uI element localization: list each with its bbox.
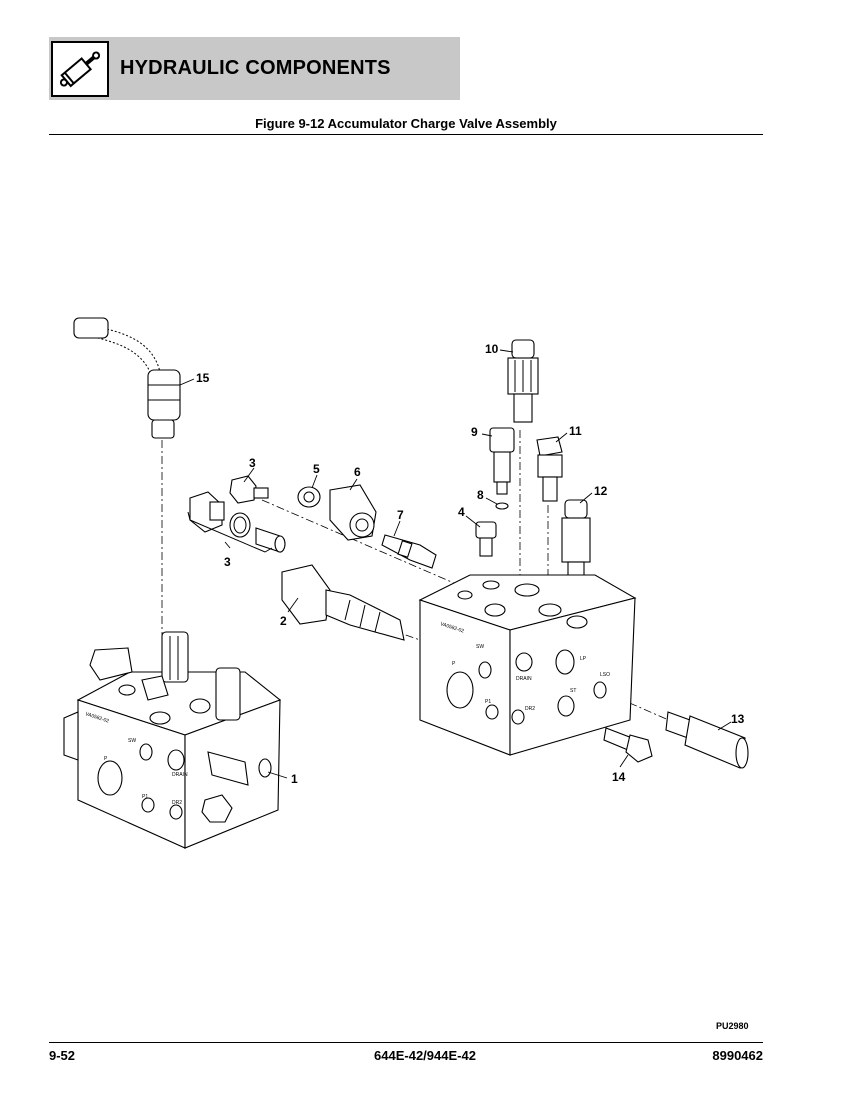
section-title: HYDRAULIC COMPONENTS: [120, 57, 391, 79]
callout-7: 7: [397, 508, 404, 522]
port-label-p: P: [452, 661, 456, 667]
item-12-cartridge: [561, 499, 591, 581]
port-label-sw-assembled: SW: [128, 738, 136, 744]
item-10-cartridge: [507, 339, 539, 423]
port-label-dr2: DR2: [525, 706, 535, 712]
item-4-plug: [475, 521, 497, 557]
item-5-nut: [297, 486, 321, 508]
callout-10: 10: [485, 342, 499, 356]
header-rule: [49, 134, 763, 135]
port-label-lso: LSO: [600, 672, 610, 678]
callout-15: 15: [196, 371, 210, 385]
callout-14: 14: [612, 770, 626, 784]
footer-rule: [49, 1042, 763, 1043]
item-7-cartridge: [381, 534, 437, 569]
page-number: 9-52: [49, 1048, 76, 1063]
callouts: 1 2 3 3 4 5 6 7 8 9 10 11 12 13 14 15: [196, 342, 745, 786]
port-label-lp: LP: [580, 656, 587, 662]
item-6-coil: [329, 484, 377, 541]
item-3-fittings: [187, 475, 286, 553]
callout-6: 6: [354, 465, 361, 479]
callout-1: 1: [291, 772, 298, 786]
port-label-st: ST: [570, 688, 576, 694]
item-2-valve-cartridge: [281, 564, 405, 641]
manifold-block-exploded: VA0582-02 SW DRAIN P P1 DR2 ST LSO LP: [418, 574, 637, 756]
port-label-p-assembled: P: [104, 756, 108, 762]
port-label-drain: DRAIN: [516, 676, 532, 682]
item-8-oring: [495, 502, 509, 510]
callout-13: 13: [731, 712, 745, 726]
callout-2: 2: [280, 614, 287, 628]
port-label-p1-assembled: P1: [142, 794, 148, 800]
figure-code: PU2980: [716, 1021, 749, 1031]
item-9-cartridge: [489, 427, 515, 495]
callout-4: 4: [458, 505, 465, 519]
callout-3-top: 3: [249, 456, 256, 470]
section-header: [49, 37, 460, 100]
hydraulic-cylinder-icon: [51, 41, 109, 97]
item-13-cartridge: [665, 711, 749, 769]
callout-3-bottom: 3: [224, 555, 231, 569]
port-label-sw: SW: [476, 644, 484, 650]
callout-12: 12: [594, 484, 608, 498]
item-11-cartridge: [536, 436, 563, 502]
leader-lines: [179, 349, 732, 779]
port-label-dr2-assembled: DR2: [172, 800, 182, 806]
item-1-assembled-manifold: VA0582-02 SW DRAIN P P1 DR2: [63, 631, 282, 849]
part-number: 8990462: [712, 1048, 763, 1063]
item-14-plug: [603, 727, 653, 763]
callout-11: 11: [569, 424, 582, 438]
figure-title: Figure 9-12 Accumulator Charge Valve Ass…: [255, 116, 557, 131]
port-label-drain-assembled: DRAIN: [172, 772, 188, 778]
callout-8: 8: [477, 488, 484, 502]
port-label-p1: P1: [485, 699, 491, 705]
callout-5: 5: [313, 462, 320, 476]
callout-9: 9: [471, 425, 478, 439]
item-15-pressure-switch: [73, 317, 181, 439]
model-number: 644E-42/944E-42: [374, 1048, 476, 1063]
